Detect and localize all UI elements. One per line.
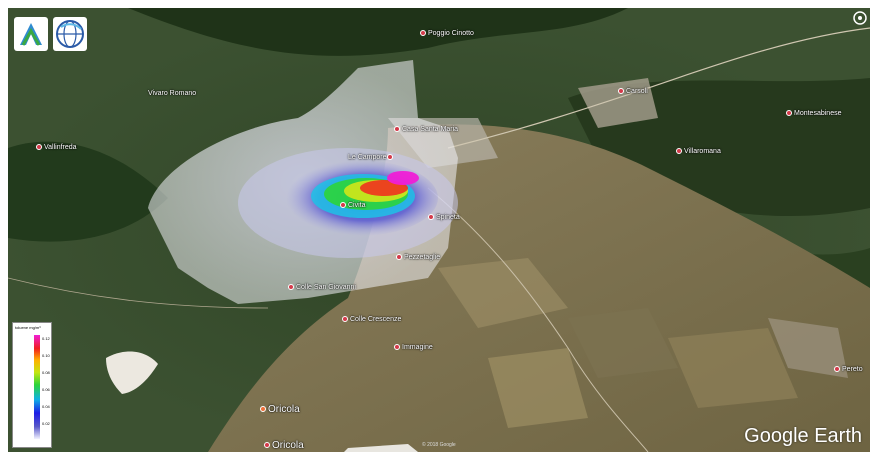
place-label: Immagine	[394, 344, 433, 351]
place-label: Casa Santa Maria	[394, 126, 458, 133]
place-marker-icon	[676, 148, 682, 155]
copyright-text: © 2018 Google	[422, 442, 456, 448]
place-marker-icon	[36, 144, 42, 151]
place-label: Montesabinese	[786, 110, 841, 117]
legend-tick: 0.04	[42, 404, 50, 409]
place-marker-icon	[834, 366, 840, 373]
place-marker-icon	[288, 284, 294, 291]
place-marker-icon	[264, 442, 270, 449]
place-label: Vallinfreda	[36, 144, 77, 151]
place-label: Oricola	[260, 404, 300, 415]
place-label: Colle Crescenze	[342, 316, 401, 323]
legend-tick: 0.08	[42, 370, 50, 375]
place-marker-icon	[386, 154, 393, 161]
place-label: Pezzetaglie	[396, 254, 440, 261]
agency-logo-icon	[14, 17, 48, 51]
legend-color-bar	[34, 335, 40, 439]
place-marker-icon	[786, 110, 792, 117]
concentration-legend: toluene mg/m³ 0.12 0.10 0.08 0.06 0.04 0…	[12, 322, 52, 448]
place-label: Carsoli	[618, 88, 648, 95]
google-earth-watermark: Google Earth	[744, 425, 862, 447]
place-label: Oricola	[264, 440, 304, 451]
place-label: Poggio Cinotto	[420, 30, 474, 37]
compass-icon[interactable]	[852, 10, 868, 26]
legend-tick: 0.10	[42, 353, 50, 358]
place-label: Le Campore	[348, 154, 395, 161]
terrain-imagery	[8, 8, 870, 452]
place-label: Vivaro Romano	[148, 90, 197, 97]
place-marker-icon	[340, 202, 346, 209]
legend-tick: 0.02	[42, 421, 50, 426]
place-marker-icon	[428, 214, 434, 221]
legend-tick: 0.06	[42, 387, 50, 392]
pollutant-plume	[148, 60, 458, 304]
satellite-map[interactable]: Poggio Cinotto Vivaro Romano Carsoli Val…	[8, 8, 870, 452]
place-marker-icon	[618, 88, 624, 95]
place-label: Civita	[340, 202, 366, 209]
globe-logo-icon	[53, 17, 87, 51]
place-label: Villaromana	[676, 148, 721, 155]
legend-title: toluene mg/m³	[15, 325, 41, 330]
place-marker-icon	[420, 30, 426, 37]
place-marker-icon	[396, 254, 402, 261]
place-marker-icon	[394, 344, 400, 351]
place-label: Spineta	[428, 214, 460, 221]
place-marker-icon	[394, 126, 400, 133]
legend-tick: 0.12	[42, 336, 50, 341]
place-label: Colle San Giovanni	[288, 284, 356, 291]
place-marker-icon	[342, 316, 348, 323]
place-marker-icon	[260, 406, 266, 413]
place-label: Pereto	[834, 366, 863, 373]
